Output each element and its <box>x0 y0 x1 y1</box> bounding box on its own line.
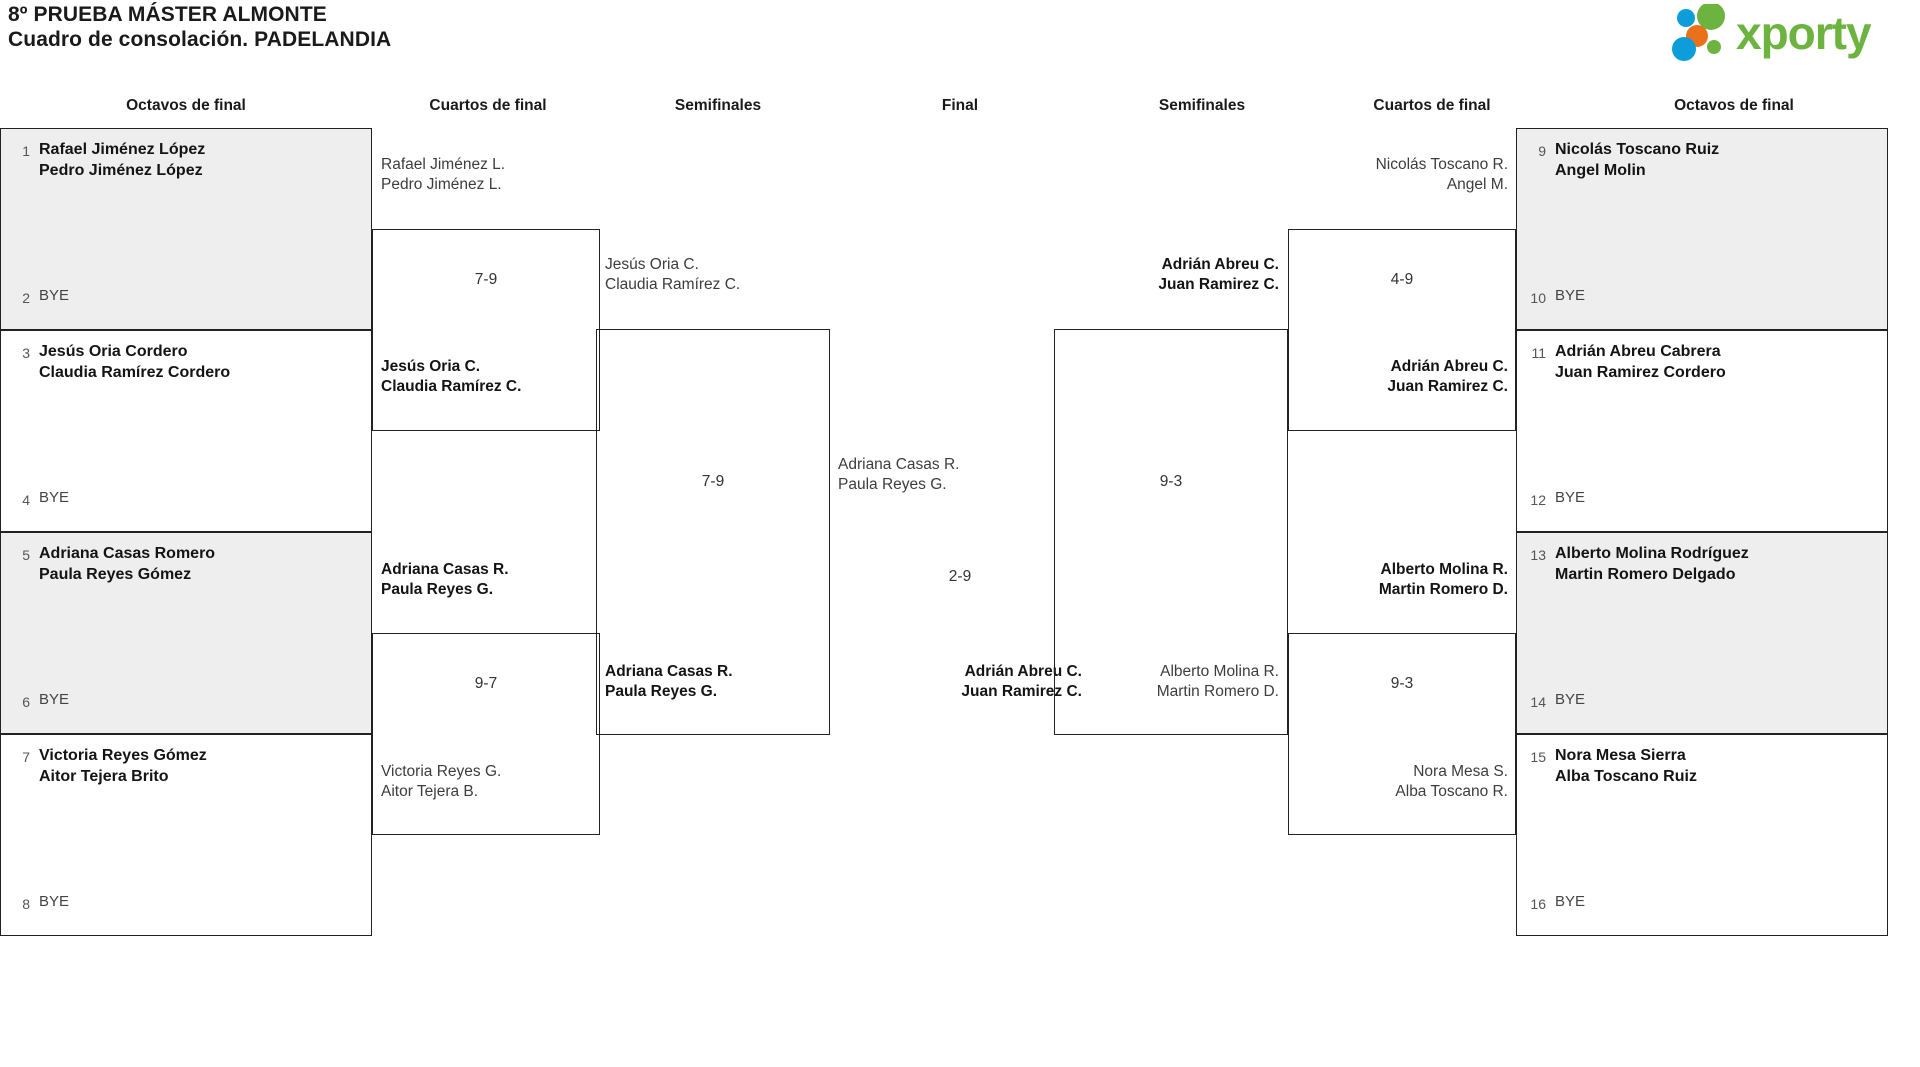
left-r16-slot-4[interactable]: 4 BYE <box>4 489 364 507</box>
svg-text:xporty: xporty <box>1736 7 1872 59</box>
round-header-final: Final <box>941 97 979 114</box>
seed-number: 14 <box>1530 694 1546 710</box>
left-r16-match-3[interactable] <box>0 532 372 734</box>
final-team-top: Adriana Casas R.Paula Reyes G. <box>838 456 960 493</box>
seed-number: 1 <box>22 143 30 159</box>
left-r16-slot-2[interactable]: 2 BYE <box>4 287 364 305</box>
right-r16-match-2[interactable] <box>1516 330 1888 532</box>
bye-label: BYE <box>1555 893 1586 910</box>
right-qf-score-2: 9-3 <box>1390 675 1414 692</box>
right-qf-match-2[interactable] <box>1288 633 1516 835</box>
bye-label: BYE <box>1555 489 1586 506</box>
right-r16-slot-16[interactable]: 16 BYE <box>1520 893 1880 911</box>
final-score: 2-9 <box>948 568 972 585</box>
right-sf-match[interactable] <box>1054 329 1288 735</box>
bye-label: BYE <box>39 287 70 304</box>
left-r16-match-4[interactable] <box>0 734 372 936</box>
final-team-bottom: Adrián Abreu C.Juan Ramirez C. <box>961 663 1082 700</box>
right-sf-score: 9-3 <box>1159 473 1183 490</box>
round-header-right-sf: Semifinales <box>1158 97 1246 114</box>
right-r16-slot-10[interactable]: 10 BYE <box>1520 287 1880 305</box>
seed-number: 15 <box>1530 749 1546 765</box>
seed-number: 16 <box>1530 896 1546 912</box>
right-qf-score-1: 4-9 <box>1390 271 1414 288</box>
right-sf-team-2: Alberto Molina R.Martin Romero D. <box>1156 663 1279 700</box>
right-r16-slot-14[interactable]: 14 BYE <box>1520 691 1880 709</box>
seed-number: 10 <box>1530 290 1546 306</box>
round-header-left-qf: Cuartos de final <box>429 97 547 114</box>
left-sf-match[interactable] <box>596 329 830 735</box>
page-title: 8º PRUEBA MÁSTER ALMONTE Cuadro de conso… <box>8 2 391 52</box>
seed-number: 12 <box>1530 492 1546 508</box>
right-qf-match-1[interactable] <box>1288 229 1516 431</box>
bye-label: BYE <box>1555 691 1586 708</box>
bye-label: BYE <box>1555 287 1586 304</box>
right-sf-team-1: Adrián Abreu C.Juan Ramirez C. <box>1158 256 1279 293</box>
right-r16-match-1[interactable] <box>1516 128 1888 330</box>
round-header-left-r16: Octavos de final <box>126 97 246 114</box>
seed-number: 7 <box>22 749 30 765</box>
left-qf-match-2[interactable] <box>372 633 600 835</box>
bye-label: BYE <box>39 893 70 910</box>
left-sf-team-1: Jesús Oria C.Claudia Ramírez C. <box>605 256 741 293</box>
right-qf-team-1: Nicolás Toscano R.Angel M. <box>1375 156 1508 193</box>
bye-label: BYE <box>39 489 70 506</box>
round-header-right-qf: Cuartos de final <box>1373 97 1491 114</box>
seed-number: 13 <box>1530 547 1546 563</box>
left-qf-team-1: Rafael Jiménez L.Pedro Jiménez L. <box>381 156 506 193</box>
bracket-subtitle: Cuadro de consolación. PADELANDIA <box>8 28 392 51</box>
right-qf-team-2: Adrián Abreu C.Juan Ramirez C. <box>1387 358 1508 395</box>
left-qf-team-3: Adriana Casas R.Paula Reyes G. <box>381 561 509 598</box>
left-sf-score: 7-9 <box>701 473 725 490</box>
left-r16-match-2[interactable] <box>0 330 372 532</box>
left-r16-match-1[interactable] <box>0 128 372 330</box>
right-qf-team-3: Alberto Molina R.Martin Romero D. <box>1378 561 1508 598</box>
left-sf-team-2: Adriana Casas R.Paula Reyes G. <box>605 663 733 700</box>
round-header-left-sf: Semifinales <box>674 97 762 114</box>
left-qf-score-1: 7-9 <box>474 271 498 288</box>
right-r16-match-3[interactable] <box>1516 532 1888 734</box>
left-r16-slot-6[interactable]: 6 BYE <box>4 691 364 709</box>
logo-dots-icon <box>1672 4 1725 61</box>
seed-number: 4 <box>22 492 30 508</box>
tournament-name: 8º PRUEBA MÁSTER ALMONTE <box>8 3 327 26</box>
left-qf-match-1[interactable] <box>372 229 600 431</box>
left-qf-team-4: Victoria Reyes G.Aitor Tejera B. <box>381 763 502 800</box>
left-qf-score-2: 9-7 <box>474 675 498 692</box>
right-qf-team-4: Nora Mesa S.Alba Toscano R. <box>1395 763 1508 800</box>
seed-number: 3 <box>22 345 30 361</box>
seed-number: 2 <box>22 290 30 306</box>
seed-number: 8 <box>22 896 30 912</box>
round-header-right-r16: Octavos de final <box>1674 97 1794 114</box>
left-qf-team-2: Jesús Oria C.Claudia Ramírez C. <box>381 358 522 395</box>
seed-number: 11 <box>1531 345 1546 361</box>
right-r16-slot-12[interactable]: 12 BYE <box>1520 489 1880 507</box>
seed-number: 9 <box>1538 143 1546 159</box>
left-r16-slot-8[interactable]: 8 BYE <box>4 893 364 911</box>
right-r16-match-4[interactable] <box>1516 734 1888 936</box>
xporty-logo[interactable]: xporty <box>1664 4 1904 62</box>
bye-label: BYE <box>39 691 70 708</box>
seed-number: 6 <box>22 694 30 710</box>
seed-number: 5 <box>22 547 30 563</box>
